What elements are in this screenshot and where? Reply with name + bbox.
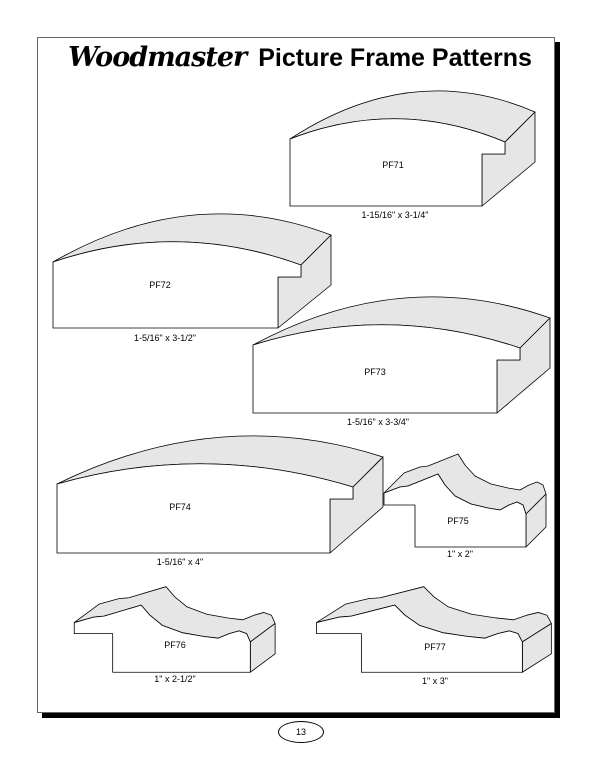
pattern-size: 1-5/16" x 3-1/2" bbox=[134, 333, 196, 343]
pattern-code: PF75 bbox=[447, 516, 469, 526]
pattern-code: PF74 bbox=[169, 502, 191, 512]
front-face bbox=[57, 464, 353, 553]
pattern-size: 1" x 3" bbox=[422, 676, 448, 686]
pattern-code: PF72 bbox=[149, 280, 171, 290]
pattern-size: 1-5/16" x 3-3/4" bbox=[347, 417, 409, 427]
profile-pf71 bbox=[290, 91, 535, 206]
front-face bbox=[290, 119, 505, 206]
brand-logo: Woodmaster bbox=[68, 42, 247, 73]
pattern-size: 1" x 2-1/2" bbox=[154, 674, 196, 684]
front-face bbox=[384, 474, 526, 547]
pattern-size: 1" x 2" bbox=[447, 549, 473, 559]
profile-pf76 bbox=[74, 587, 275, 673]
profile-pf77 bbox=[316, 587, 551, 673]
profile-pf74 bbox=[57, 436, 383, 553]
front-face bbox=[316, 605, 522, 672]
pattern-code: PF77 bbox=[424, 642, 446, 652]
front-face bbox=[53, 242, 301, 328]
page-number: 13 bbox=[278, 721, 324, 743]
profile-pf73 bbox=[253, 297, 550, 413]
profile-pf75 bbox=[384, 454, 546, 547]
pattern-code: PF76 bbox=[164, 640, 186, 650]
pattern-code: PF73 bbox=[364, 367, 386, 377]
page-title: Woodmaster Picture Frame Patterns bbox=[0, 42, 600, 73]
profile-pf72 bbox=[53, 214, 331, 328]
pattern-code: PF71 bbox=[382, 160, 404, 170]
front-face bbox=[253, 325, 520, 413]
heading: Picture Frame Patterns bbox=[258, 44, 532, 72]
front-face bbox=[74, 605, 250, 672]
pattern-size: 1-15/16" x 3-1/4" bbox=[361, 210, 429, 220]
pattern-size: 1-5/16" x 4" bbox=[156, 557, 204, 567]
